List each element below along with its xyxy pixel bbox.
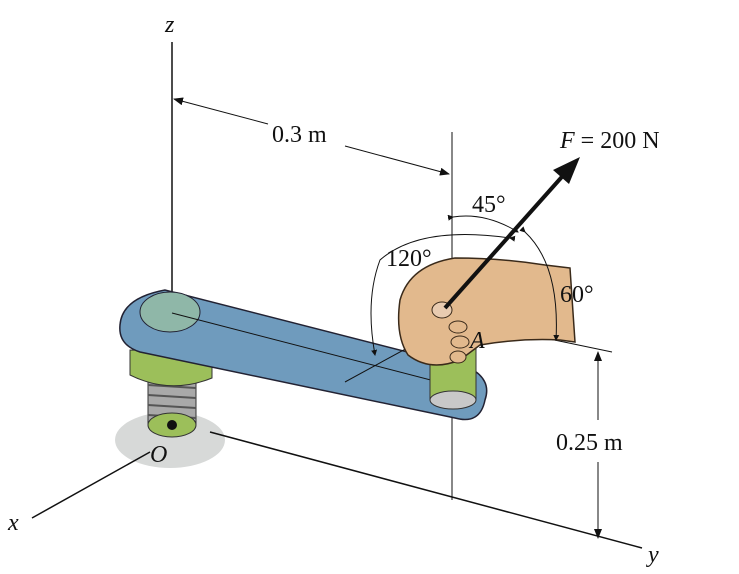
force-symbol: F xyxy=(559,128,575,154)
origin-label: O xyxy=(150,442,167,468)
y-axis-label: y xyxy=(646,542,659,568)
force-label: F= 200 N xyxy=(559,128,660,154)
x-axis-label: x xyxy=(7,510,19,536)
force-arrowhead xyxy=(553,157,580,184)
angle-arc-120 xyxy=(370,234,516,356)
x-axis xyxy=(31,451,151,519)
hand xyxy=(397,257,576,366)
angle-45-label: 45° xyxy=(472,192,506,218)
force-vector xyxy=(443,168,570,310)
dim-0.3-left xyxy=(173,97,269,125)
pivot-top xyxy=(139,291,201,333)
arm-centerline xyxy=(171,312,451,386)
angle-arc-45 xyxy=(447,214,519,233)
angle-60-label: 60° xyxy=(560,282,594,308)
angle-arc-60 xyxy=(519,226,560,341)
crank-arm xyxy=(119,289,488,421)
dimension-0.3m-label: 0.3 m xyxy=(272,122,327,148)
point-a-label: A xyxy=(468,328,485,354)
angle-120-label: 120° xyxy=(386,246,432,272)
z-axis-label: z xyxy=(164,12,175,38)
y-axis xyxy=(209,431,643,549)
force-value: = 200 N xyxy=(581,128,660,154)
dimension-0.25m-label: 0.25 m xyxy=(556,430,623,456)
dim-0.3-right xyxy=(344,145,450,176)
ground-patch xyxy=(115,412,225,468)
origin-hole xyxy=(167,420,177,430)
